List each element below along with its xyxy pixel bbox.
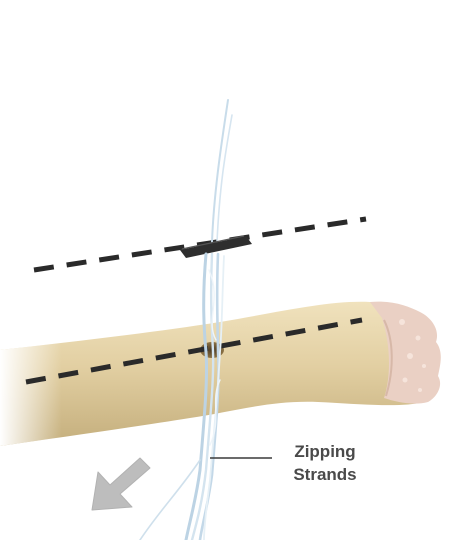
cortical-button <box>180 236 252 258</box>
upper-dashed-line <box>34 219 366 270</box>
callout-line-2: Strands <box>270 463 380 486</box>
zipping-strands-label: Zipping Strands <box>270 440 380 486</box>
arrow-down-left-icon <box>92 458 150 510</box>
callout-line-1: Zipping <box>270 440 380 463</box>
upper-suture-strands <box>212 100 232 242</box>
